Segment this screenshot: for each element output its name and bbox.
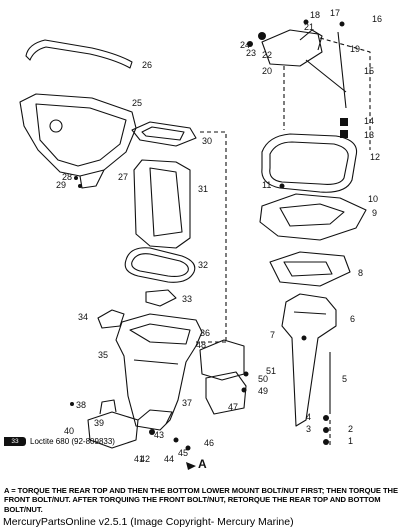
part-seal-ring <box>124 247 196 283</box>
part-driveshaft-housing <box>115 313 203 431</box>
callout-42: 42 <box>140 454 150 464</box>
part-plate-8 <box>269 251 351 287</box>
part-steering-arm <box>261 29 323 67</box>
callout-51: 51 <box>266 366 276 376</box>
callout-28: 28 <box>62 172 72 182</box>
callout-34: 34 <box>78 312 88 322</box>
callout-40: 40 <box>64 426 74 436</box>
callout-41: 41 <box>134 454 144 464</box>
callout-38: 38 <box>76 400 86 410</box>
part-adapter-plate <box>259 193 367 241</box>
torque-note-text: TORQUE THE REAR TOP AND THEN THE BOTTOM … <box>4 486 398 514</box>
callout-20: 20 <box>262 66 272 76</box>
callout-46: 46 <box>204 438 214 448</box>
callout-27: 27 <box>118 172 128 182</box>
callout-29: 29 <box>56 180 66 190</box>
torque-note: A = TORQUE THE REAR TOP AND THEN THE BOT… <box>4 486 398 514</box>
callout-32: 32 <box>198 260 208 270</box>
torque-note-prefix: A = <box>4 486 16 495</box>
callout-37: 37 <box>182 398 192 408</box>
part-bottom-cowl <box>19 93 137 189</box>
callout-24: 24 <box>240 40 250 50</box>
callout-48: 48 <box>196 340 206 350</box>
callout-5: 5 <box>342 374 347 384</box>
part-gasket-mid <box>261 133 358 193</box>
callout-labels: 1234567891011121314151617181920212223242… <box>56 8 382 464</box>
callout-1: 1 <box>348 436 353 446</box>
callout-10: 10 <box>368 194 378 204</box>
part-19 <box>305 59 347 93</box>
loctite-label: Loctite 680 (92-809833) <box>30 437 115 446</box>
part-33 <box>145 289 177 307</box>
callout-19: 19 <box>350 44 360 54</box>
callout-22: 22 <box>262 50 272 60</box>
callout-17: 17 <box>330 8 340 18</box>
callout-25: 25 <box>132 98 142 108</box>
callout-7: 7 <box>270 330 275 340</box>
callout-39: 39 <box>94 418 104 428</box>
callout-11: 11 <box>262 180 271 190</box>
callout-18: 18 <box>310 10 320 20</box>
callout-50: 50 <box>258 374 268 384</box>
callout-31: 31 <box>198 184 208 194</box>
callout-49: 49 <box>258 386 268 396</box>
loctite-legend: 33 Loctite 680 (92-809833) <box>4 437 115 447</box>
callout-43: 43 <box>154 430 164 440</box>
callout-45: 45 <box>178 448 188 458</box>
view-marker: A <box>198 457 207 471</box>
callout-36: 36 <box>200 328 210 338</box>
part-gasket-top <box>131 121 197 147</box>
copyright-footer: MercuryPartsOnline v2.5.1 (Image Copyrig… <box>3 516 294 528</box>
callout-23: 23 <box>246 48 256 58</box>
callout-4: 4 <box>306 412 311 422</box>
part-shift-rod <box>337 31 347 109</box>
callout-13: 13 <box>364 130 374 140</box>
callout-33: 33 <box>182 294 192 304</box>
part-34 <box>97 309 125 329</box>
callout-47: 47 <box>228 402 238 412</box>
callout-26: 26 <box>142 60 152 70</box>
part-seal-strip <box>25 39 133 69</box>
callout-30: 30 <box>202 136 212 146</box>
loctite-tube-icon: 33 <box>4 437 26 447</box>
part-lower-mount <box>281 293 337 427</box>
part-exhaust-housing <box>133 159 191 249</box>
callout-14: 14 <box>364 116 374 126</box>
callout-9: 9 <box>372 208 377 218</box>
part-lower-bracket <box>87 399 139 449</box>
fasteners <box>70 19 348 451</box>
callout-8: 8 <box>358 268 363 278</box>
callout-35: 35 <box>98 350 108 360</box>
callout-21: 21 <box>304 22 314 32</box>
exploded-parts-diagram: 1234567891011121314151617181920212223242… <box>19 8 382 471</box>
callout-6: 6 <box>350 314 355 324</box>
part-47 <box>205 371 247 415</box>
callout-12: 12 <box>370 152 380 162</box>
callout-16: 16 <box>372 14 382 24</box>
callout-44: 44 <box>164 454 174 464</box>
callout-15: 15 <box>364 66 374 76</box>
callout-3: 3 <box>306 424 311 434</box>
callout-2: 2 <box>348 424 353 434</box>
